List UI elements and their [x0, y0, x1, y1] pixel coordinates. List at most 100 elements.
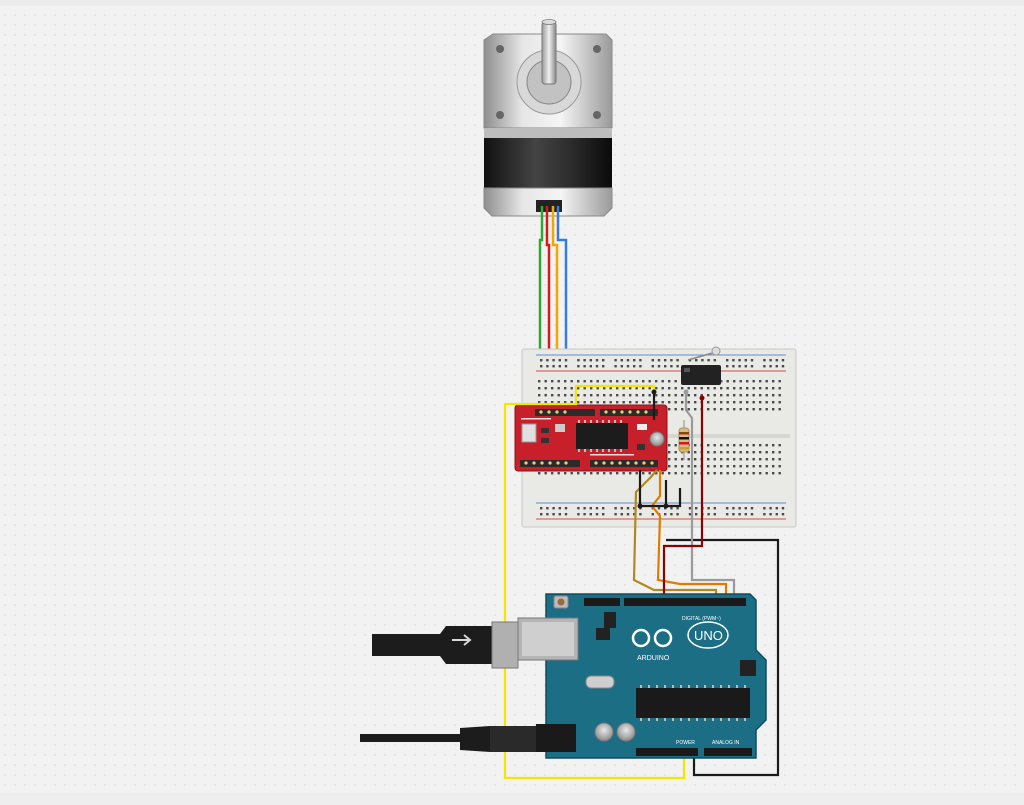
breadboard-hole — [570, 472, 573, 475]
wire-red[interactable] — [545, 206, 551, 390]
power-cable[interactable] — [360, 726, 536, 752]
breadboard-hole — [681, 401, 684, 404]
breadboard-hole — [544, 394, 547, 397]
breadboard-hole — [661, 394, 664, 397]
breadboard-hole — [707, 444, 710, 447]
breadboard-hole — [701, 359, 704, 362]
breadboard-hole — [739, 380, 742, 383]
wire-blue[interactable] — [556, 206, 568, 390]
breadboard-hole — [651, 359, 654, 362]
breadboard-hole — [583, 394, 586, 397]
breadboard-hole — [626, 507, 630, 510]
breadboard-hole — [674, 472, 677, 475]
wire-orange[interactable] — [650, 470, 728, 598]
resistor[interactable] — [678, 420, 690, 460]
breadboard-hole — [583, 513, 586, 516]
breadboard-hole — [676, 359, 679, 362]
breadboard-hole — [687, 408, 690, 411]
driver-board[interactable] — [514, 404, 668, 472]
breadboard-hole — [633, 507, 636, 510]
mounting-hole — [593, 45, 601, 53]
breadboard-hole — [726, 507, 729, 510]
breadboard-hole — [668, 401, 671, 404]
breadboard-hole — [778, 472, 781, 475]
breadboard-hole — [781, 513, 785, 516]
wire-yellow[interactable] — [551, 206, 559, 390]
breadboard-hole — [661, 401, 664, 404]
breadboard-hole — [661, 380, 664, 383]
breadboard-hole — [655, 394, 658, 397]
dc-jack[interactable] — [536, 724, 576, 752]
breadboard-hole — [552, 359, 555, 362]
breadboard-hole — [781, 365, 785, 368]
mounting-hole — [496, 111, 504, 119]
breadboard-hole — [733, 387, 736, 390]
breadboard-hole — [668, 458, 671, 461]
breadboard-hole — [750, 507, 754, 510]
wire-gray[interactable] — [684, 392, 736, 598]
wire-black-jumper[interactable] — [664, 480, 682, 508]
breadboard-hole — [609, 380, 612, 383]
breadboard-hole — [744, 507, 747, 510]
breadboard-hole — [648, 387, 651, 390]
breadboard-hole — [595, 365, 599, 368]
breadboard-hole — [688, 513, 692, 516]
breadboard-hole — [694, 408, 697, 411]
breadboard-hole — [713, 451, 716, 454]
breadboard-hole — [775, 359, 778, 362]
breadboard-hole — [713, 472, 716, 475]
breadboard-hole — [778, 451, 781, 454]
breadboard-hole — [720, 408, 723, 411]
breadboard-hole — [564, 365, 568, 368]
stepper-motor[interactable] — [483, 19, 613, 217]
breadboard-hole — [670, 513, 673, 516]
breadboard-hole — [664, 365, 667, 368]
breadboard-hole — [603, 387, 606, 390]
breadboard-hole — [733, 458, 736, 461]
breadboard-hole — [639, 359, 642, 362]
breadboard-hole — [622, 401, 625, 404]
breadboard-hole — [681, 408, 684, 411]
usb-cable[interactable] — [372, 621, 519, 669]
breadboard-hole — [726, 401, 729, 404]
breadboard-hole — [577, 394, 580, 397]
breadboard-hole — [744, 365, 747, 368]
breadboard-hole — [713, 513, 716, 516]
breadboard-hole — [609, 472, 612, 475]
breadboard-hole — [609, 401, 612, 404]
breadboard-hole — [676, 513, 679, 516]
wire-black-gnd[interactable] — [666, 538, 780, 777]
breadboard-hole — [733, 401, 736, 404]
breadboard-hole — [570, 387, 573, 390]
capacitor — [616, 722, 636, 742]
breadboard-hole — [655, 380, 658, 383]
breadboard-hole — [694, 387, 697, 390]
wire-green[interactable] — [538, 206, 544, 390]
motor-leads[interactable] — [538, 206, 568, 390]
breadboard-hole — [775, 513, 778, 516]
breadboard-hole — [546, 507, 549, 510]
breadboard-hole — [694, 444, 697, 447]
breadboard-hole — [726, 380, 729, 383]
breadboard-hole — [739, 394, 742, 397]
breadboard-hole — [732, 365, 735, 368]
breadboard-hole — [674, 465, 677, 468]
wire-yellow-long[interactable] — [503, 384, 690, 780]
breadboard-hole — [746, 472, 749, 475]
breadboard-hole — [596, 387, 599, 390]
breadboard-hole — [577, 513, 580, 516]
breadboard-hole — [596, 401, 599, 404]
breadboard-hole — [769, 365, 772, 368]
breadboard-hole — [626, 359, 630, 362]
arduino-uno[interactable]: ARDUINO UNO DIGITAL (PWM~) POWER ANALOG … — [517, 593, 767, 759]
breadboard-hole — [651, 365, 654, 368]
limit-switch[interactable] — [681, 346, 721, 385]
breadboard-hole — [695, 513, 698, 516]
breadboard-hole — [763, 365, 766, 368]
breadboard-hole — [750, 513, 754, 516]
digital-label: DIGITAL (PWM~) — [682, 616, 721, 622]
breadboard-hole — [707, 451, 710, 454]
wire-olive[interactable] — [632, 469, 718, 598]
